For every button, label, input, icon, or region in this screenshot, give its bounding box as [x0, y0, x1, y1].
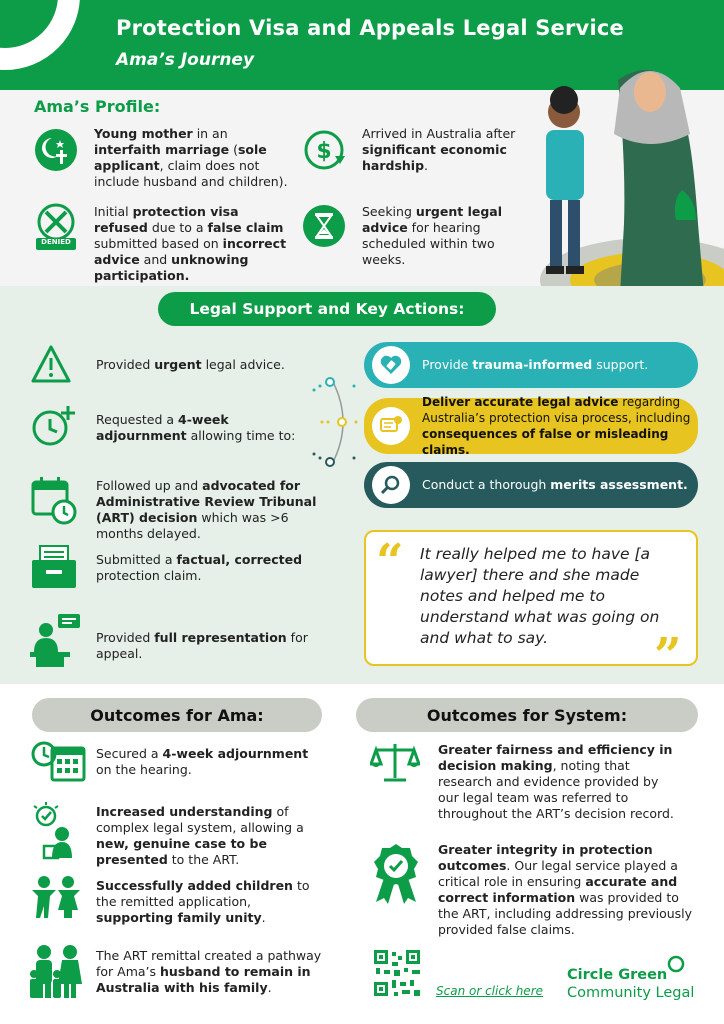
scan-link[interactable]: Scan or click here — [436, 984, 544, 998]
understanding-icon — [33, 802, 72, 860]
profile-title: Ama’s Profile: — [34, 97, 161, 116]
denied-label: DENIED — [41, 238, 71, 246]
action-trauma-informed: Provide trauma-informed support. — [364, 342, 698, 388]
legal-item-corrected-claim: Submitted a factual, corrected protectio… — [96, 552, 303, 583]
outcome-ama-understanding: Increased understanding of complex legal… — [96, 804, 304, 867]
calendar-icon — [31, 741, 86, 782]
legal-item-adjournment: Requested a 4-week adjournment allowing … — [96, 412, 296, 443]
scales-icon — [370, 744, 420, 782]
hourglass-icon — [303, 205, 345, 247]
clock-add-icon — [32, 406, 75, 446]
ama-and-child-illustration — [540, 69, 724, 320]
brand-ring-icon — [667, 955, 685, 973]
integrity-badge-icon — [374, 844, 418, 904]
outcome-system-fairness: Greater fairness and efficiency in decis… — [438, 742, 674, 821]
quote-text: It really helped me to have [a lawyer] t… — [420, 545, 660, 647]
action-legal-advice-text: Deliver accurate legal advice regarding … — [422, 395, 691, 457]
outcome-system-integrity: Greater integrity in protection outcomes… — [438, 842, 693, 937]
legal-item-representation: Provided full representation for appeal. — [96, 630, 308, 661]
heart-bandage-icon — [372, 346, 410, 384]
decorative-ring — [0, 0, 80, 70]
magnifier-icon — [372, 466, 410, 504]
legal-support-title: Legal Support and Key Actions: — [158, 292, 496, 326]
family-icon — [30, 945, 82, 998]
connector-lines — [312, 377, 358, 467]
calendar-clock-icon — [31, 477, 77, 525]
profile-item-mother: Young mother in an interfaith marriage (… — [94, 126, 288, 189]
outcomes-system-title: Outcomes for System: — [356, 698, 698, 732]
qr-code-icon[interactable] — [372, 948, 422, 998]
client-quote: “ It really helped me to have [a lawyer]… — [364, 530, 698, 680]
action-merits-assessment-text: Conduct a thorough merits assessment. — [422, 477, 688, 492]
legal-item-urgent: Provided urgent legal advice. — [96, 357, 285, 372]
children-icon — [32, 876, 80, 918]
profile-item-urgent: Seeking urgent legal advice for hearing … — [362, 204, 503, 267]
outcome-ama-children: Successfully added children to the remit… — [96, 878, 310, 925]
page-subtitle: Ama’s Journey — [116, 50, 255, 70]
interfaith-icon — [35, 129, 77, 171]
action-trauma-informed-text: Provide trauma-informed support. — [422, 357, 649, 372]
profile-item-arrival: Arrived in Australia after significant e… — [362, 126, 516, 173]
brand-logo-text: Circle Green Community Legal — [567, 966, 694, 1002]
action-legal-advice: Deliver accurate legal advice regarding … — [364, 395, 698, 457]
page-title: Protection Visa and Appeals Legal Servic… — [116, 16, 624, 40]
close-quote-icon: ” — [654, 628, 682, 684]
brand-line-1: Circle Green — [567, 967, 668, 983]
economic-hardship-icon: $ — [304, 130, 345, 170]
brand-line-2: Community Legal — [567, 985, 695, 1001]
outcome-ama-husband: The ART remittal created a pathway for A… — [96, 948, 322, 995]
outcomes-ama-title: Outcomes for Ama: — [32, 698, 322, 732]
outcome-ama-adjournment: Secured a 4-week adjournment on the hear… — [96, 746, 309, 777]
advice-chat-icon — [372, 407, 410, 445]
header-banner: Protection Visa and Appeals Legal Servic… — [0, 0, 724, 90]
open-quote-icon: “ — [376, 534, 404, 590]
document-folder-icon — [32, 545, 76, 588]
svg-text:$: $ — [316, 139, 331, 164]
legal-item-advocated: Followed up and advocated for Administra… — [96, 478, 317, 541]
denied-icon — [36, 203, 76, 250]
representation-icon — [30, 614, 80, 667]
profile-item-refused: Initial protection visa refused due to a… — [94, 204, 287, 283]
warning-icon — [31, 345, 71, 383]
action-merits-assessment: Conduct a thorough merits assessment. — [364, 462, 698, 508]
